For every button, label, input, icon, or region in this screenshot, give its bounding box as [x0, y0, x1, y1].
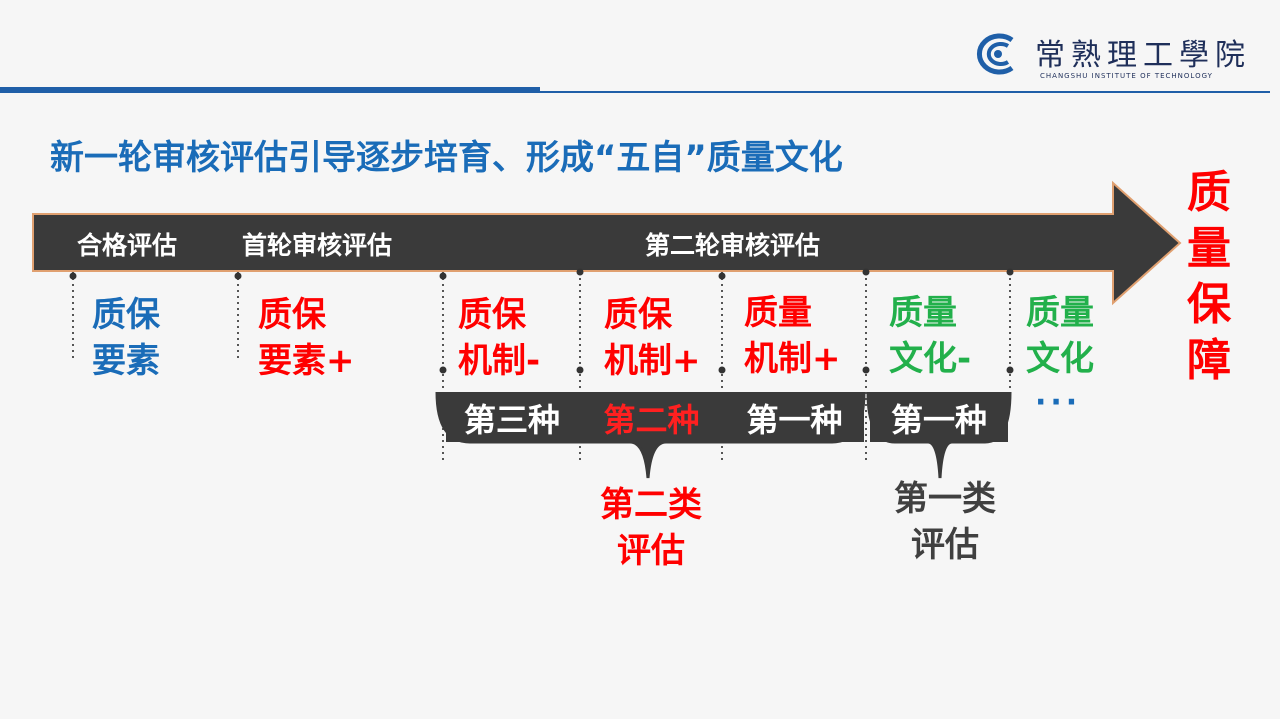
kind-first-a: 第一种 — [725, 398, 864, 442]
column-3-line2: 机制- — [458, 341, 541, 381]
column-1-text: 质保 要素 — [92, 292, 160, 384]
timeline-arrow — [32, 180, 1182, 306]
column-4-line1: 质保 — [604, 295, 672, 335]
category-first-class: 第一类 评估 — [872, 476, 1018, 568]
header-rule-thick — [0, 87, 540, 93]
category-first-line2: 评估 — [911, 525, 979, 565]
slide-title: 新一轮审核评估引导逐步培育、形成“五自”质量文化 — [50, 138, 843, 178]
column-2-line1: 质保 — [258, 295, 326, 335]
column-1-line2: 要素 — [92, 341, 160, 381]
column-2-text: 质保 要素+ — [258, 292, 355, 384]
stage-label-qualification: 合格评估 — [77, 231, 178, 260]
column-6-line1: 质量 — [889, 293, 957, 333]
column-4-text: 质保 机制+ — [604, 292, 701, 384]
institute-name-english: CHANGSHU INSTITUTE OF TECHNOLOGY — [1040, 72, 1213, 80]
header-rule-thin — [540, 91, 1270, 93]
kind-second: 第二种 — [583, 398, 720, 442]
column-1-line1: 质保 — [92, 295, 160, 335]
kind-third: 第三种 — [446, 398, 578, 442]
column-3-text: 质保 机制- — [458, 292, 540, 384]
column-7-line1: 质量 — [1026, 293, 1094, 333]
stage-label-second-audit: 第二轮审核评估 — [645, 231, 821, 260]
column-6-text: 质量 文化- — [889, 290, 971, 382]
column-7-line2: 文化 — [1026, 339, 1094, 379]
column-5-line2: 机制+ — [744, 339, 841, 379]
stage-label-first-audit: 首轮审核评估 — [242, 231, 393, 260]
column-4-line2: 机制+ — [604, 341, 701, 381]
column-5-text: 质量 机制+ — [744, 290, 841, 382]
quality-assurance-label: 质量保障 — [1187, 167, 1231, 386]
category-second-line2: 评估 — [617, 531, 685, 571]
column-3-line1: 质保 — [458, 295, 526, 335]
column-6-line2: 文化- — [889, 339, 972, 379]
column-5-line1: 质量 — [744, 293, 812, 333]
institute-logo-icon — [977, 33, 1014, 75]
column-7-text: 质量 文化 — [1026, 290, 1094, 382]
category-second-line1: 第二类 — [600, 485, 702, 525]
institute-name: 常熟理工學院 — [1035, 38, 1251, 73]
ellipsis: ··· — [1035, 385, 1082, 420]
category-second-class: 第二类 评估 — [578, 482, 724, 574]
kind-first-b: 第一种 — [870, 398, 1008, 442]
category-first-line1: 第一类 — [894, 479, 996, 519]
column-2-line2: 要素+ — [258, 341, 355, 381]
